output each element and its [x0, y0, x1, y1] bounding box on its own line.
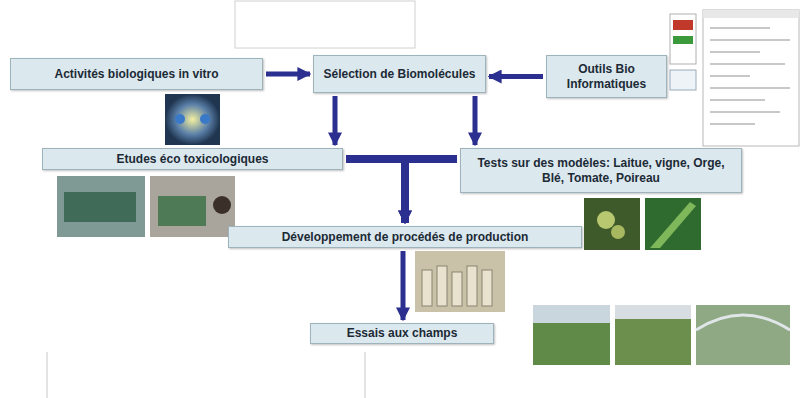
frame-line [365, 352, 366, 398]
greenhouse-photo [696, 305, 790, 365]
box-label: Sélection de Biomolécules [323, 67, 475, 82]
lab-photo [150, 176, 235, 237]
process-box: Essais aux champs [310, 323, 494, 344]
lab-photo-person [213, 196, 231, 214]
greenhouse-arch [696, 315, 790, 330]
leaf-blade [650, 202, 696, 248]
lab-photo-tank [64, 192, 136, 222]
box-label: Etudes éco toxicologiques [116, 152, 268, 167]
lab-photo [57, 176, 145, 237]
field-photo [615, 305, 691, 365]
screenshot [703, 10, 799, 146]
lab-photo-tank [158, 196, 206, 226]
molecule-atom [175, 114, 185, 124]
box-label: Outils Bio Informatiques [553, 62, 660, 92]
screenshot-lines [710, 28, 790, 124]
document-icon-mark [673, 36, 693, 44]
molecule-image [165, 94, 220, 145]
field-sky [533, 305, 610, 323]
document-icon [670, 14, 696, 64]
flow-arrow [473, 96, 478, 145]
document-icon-mark [673, 20, 693, 30]
grape-cluster [611, 225, 625, 239]
flow-arrow [346, 159, 405, 223]
software-logo [670, 70, 696, 90]
grape-photo [584, 198, 640, 250]
flasks [422, 266, 492, 306]
box-label: Tests sur des modèles: Laitue, vigne, Or… [467, 156, 735, 186]
field-photo [533, 305, 610, 365]
frame-line [47, 352, 48, 398]
process-box: Activités biologiques in vitro [10, 58, 263, 90]
process-box: Tests sur des modèles: Laitue, vigne, Or… [460, 148, 742, 193]
blank-frame [235, 1, 415, 48]
flow-arrow [333, 96, 338, 145]
box-label: Activités biologiques in vitro [54, 67, 218, 82]
process-box: Etudes éco toxicologiques [42, 148, 343, 170]
process-box: Sélection de Biomolécules [313, 55, 486, 93]
process-box: Outils Bio Informatiques [546, 55, 667, 98]
grape-cluster [597, 211, 615, 229]
molecule-atom [200, 114, 210, 124]
screenshot-bar [703, 10, 799, 18]
flow-arrow [401, 251, 406, 320]
box-label: Essais aux champs [347, 326, 458, 341]
leaf-photo [645, 198, 701, 250]
flow-arrow [405, 159, 457, 223]
process-box: Développement de procédés de production [228, 226, 582, 248]
flow-arrow [266, 72, 310, 77]
flow-arrow [489, 74, 543, 79]
field-sky [615, 305, 691, 319]
production-photo [415, 251, 505, 312]
box-label: Développement de procédés de production [282, 230, 529, 245]
